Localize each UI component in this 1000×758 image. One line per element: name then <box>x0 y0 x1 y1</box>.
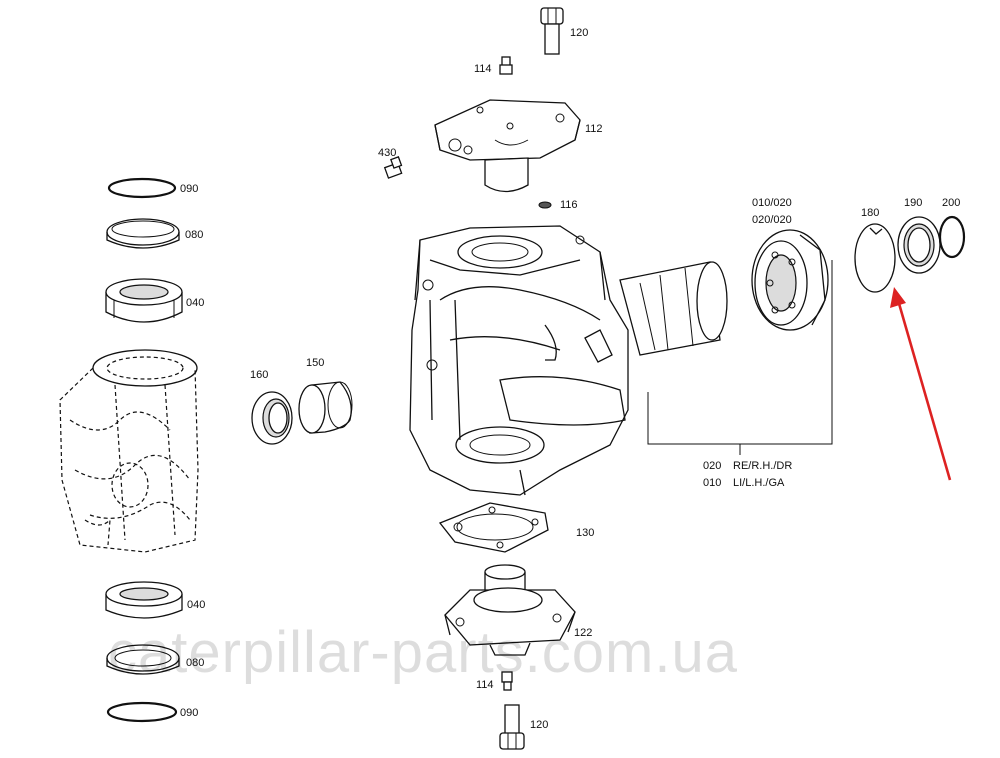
steering-housing-left <box>59 349 199 553</box>
snap-ring-200 <box>938 215 966 259</box>
label-090-top: 090 <box>180 183 198 195</box>
bearing-040-bottom <box>105 581 183 619</box>
hub-bearing-010-020 <box>751 229 829 331</box>
label-430: 430 <box>378 147 396 159</box>
label-112: 112 <box>585 123 603 135</box>
highlight-arrow <box>890 287 952 481</box>
grease-nipple-114-bottom <box>501 671 513 691</box>
sleeve-150 <box>298 381 353 434</box>
label-180: 180 <box>861 207 879 219</box>
upper-cap-112 <box>434 99 581 193</box>
label-020-code: 020 <box>703 460 721 472</box>
label-080-bottom: 080 <box>186 657 204 669</box>
bolt-120-bottom <box>499 704 525 750</box>
label-114-bottom: 114 <box>476 679 494 691</box>
label-122: 122 <box>574 627 592 639</box>
label-040-bottom: 040 <box>187 599 205 611</box>
bearing-040-top <box>105 278 183 323</box>
oring-116 <box>538 201 552 209</box>
grease-nipple-114-top <box>499 56 513 75</box>
assembly-bracket <box>647 260 833 455</box>
ring-090-top <box>107 177 177 199</box>
label-080-top: 080 <box>185 229 203 241</box>
ring-080-bottom <box>106 644 180 675</box>
label-010-020: 010/020 <box>752 197 792 209</box>
gasket-130 <box>438 502 549 553</box>
label-130: 130 <box>576 527 594 539</box>
label-020-desc: RE/R.H./DR <box>733 460 792 472</box>
watermark: caterpillar-parts.com.ua <box>108 620 738 685</box>
bolt-120-top <box>540 7 564 55</box>
label-150: 150 <box>306 357 324 369</box>
seal-160 <box>251 391 293 445</box>
label-116: 116 <box>560 199 578 211</box>
label-020-020: 020/020 <box>752 214 792 226</box>
shim-180 <box>854 223 896 293</box>
steering-knuckle-housing <box>409 225 629 496</box>
label-010-desc: LI/L.H./GA <box>733 477 785 489</box>
disc-190 <box>897 216 941 274</box>
spindle <box>619 261 728 356</box>
label-120-top: 120 <box>570 27 588 39</box>
label-010-code: 010 <box>703 477 721 489</box>
label-160: 160 <box>250 369 268 381</box>
ring-080-top <box>106 218 180 249</box>
label-090-bottom: 090 <box>180 707 198 719</box>
label-190: 190 <box>904 197 922 209</box>
lower-cap-122 <box>444 564 576 656</box>
label-114-top: 114 <box>474 63 492 75</box>
ring-090-bottom <box>106 701 178 723</box>
vent-screw-430 <box>383 156 403 179</box>
label-040-top: 040 <box>186 297 204 309</box>
label-200: 200 <box>942 197 960 209</box>
label-120-bottom: 120 <box>530 719 548 731</box>
